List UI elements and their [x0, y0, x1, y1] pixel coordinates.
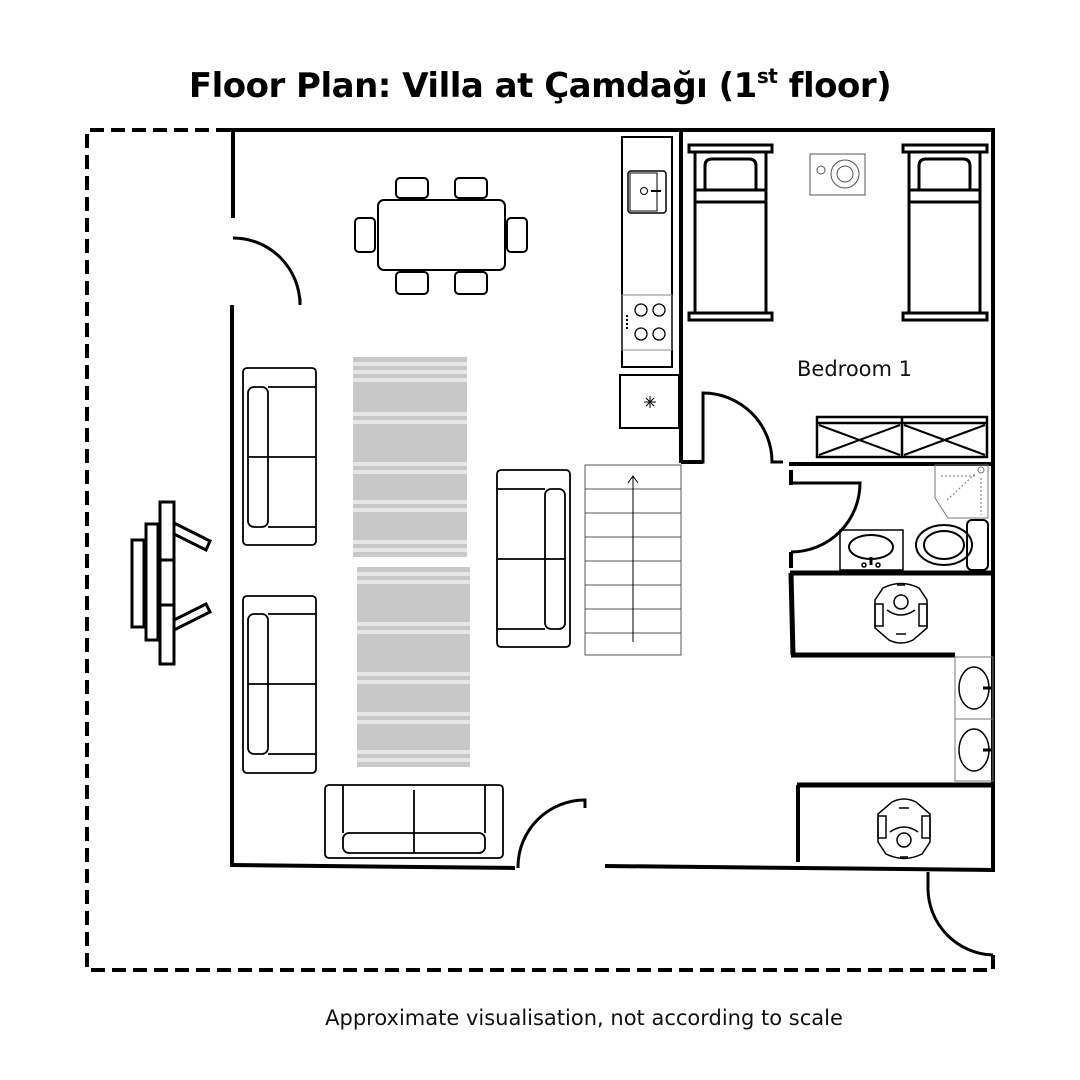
title-text: Floor Plan: Villa at Çamdağı (1 [188, 66, 757, 106]
staircase [584, 464, 682, 656]
kitchen-counter [621, 136, 673, 368]
door-entrance-left[interactable] [232, 236, 302, 306]
shower [934, 464, 989, 519]
bed-left [687, 143, 774, 322]
rug-upper [353, 357, 467, 557]
fridge [619, 374, 680, 429]
door-bedroom[interactable] [694, 391, 783, 464]
room-label-bedroom-1: Bedroom 1 [797, 357, 912, 381]
nightstand-lamp [809, 153, 866, 196]
picnic-table [130, 500, 213, 666]
walls [229, 128, 996, 872]
arrow-up-icon [627, 475, 639, 642]
title-end: floor) [777, 66, 892, 106]
page-title: Floor Plan: Villa at Çamdağı (1st floor) [0, 66, 1080, 106]
bathroom-sink [839, 529, 904, 571]
terrace-boundary [85, 128, 995, 972]
sofa-left-lower [242, 595, 317, 774]
toilet [915, 519, 989, 571]
door-bottom-right[interactable] [926, 872, 994, 957]
door-bottom[interactable] [516, 798, 587, 868]
dining-table [354, 177, 528, 295]
caption: Approximate visualisation, not according… [325, 1006, 843, 1030]
door-bathroom[interactable] [790, 481, 862, 554]
title-superscript: st [756, 64, 778, 88]
dresser [815, 415, 989, 459]
squat-toilet-upper [874, 582, 928, 644]
squat-toilet-lower [877, 798, 931, 860]
sofa-bottom [324, 784, 504, 859]
washbasin-lower [954, 718, 994, 782]
rug-lower [357, 567, 470, 767]
washbasin-upper [954, 656, 994, 720]
bed-right [901, 143, 989, 322]
snowflake-icon [644, 396, 656, 408]
sofa-left-upper [242, 367, 317, 546]
sofa-middle [496, 469, 571, 648]
